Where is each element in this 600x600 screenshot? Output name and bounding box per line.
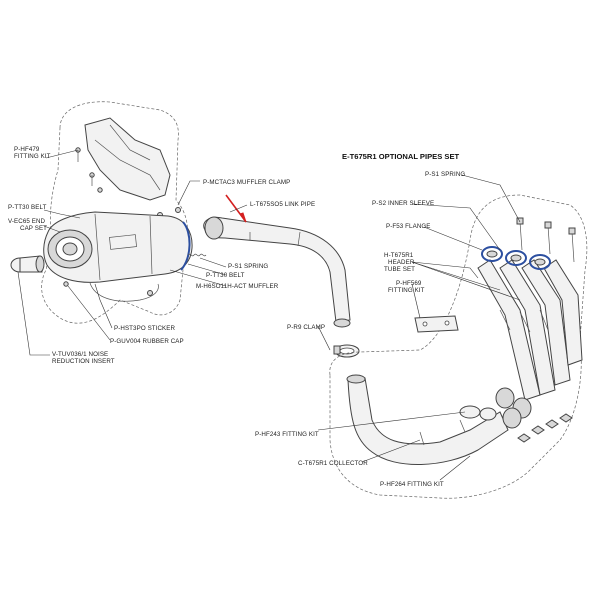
label-fitting-kit-243: P-HF243 FITTING KIT (255, 431, 319, 438)
muffler-group-outline (41, 101, 188, 324)
collector (346, 374, 532, 466)
label-belt-bottom: P-TT30 BELT (206, 272, 245, 279)
label-fitting-kit-264: P-HF264 FITTING KIT (380, 481, 444, 488)
optional-pipes-outline (329, 194, 588, 499)
label-fitting-kit-569-line1: P-HF569 (396, 280, 422, 287)
flanges (481, 246, 551, 270)
label-fitting-kit-569-line2: FITTING KIT (388, 287, 425, 294)
muffler-group (10, 101, 207, 324)
fitting-kit-569-bracket (414, 315, 459, 333)
fitting-kit-243-clamp (459, 405, 497, 421)
label-spring-header: P-S1 SPRING (425, 171, 465, 178)
label-clamp-r9: P-R9 CLAMP (287, 324, 325, 331)
label-end-cap-line2: CAP SET (20, 225, 47, 232)
label-noise-insert-line1: V-TUV036/1 NOISE (52, 351, 108, 358)
label-noise-insert-line2: REDUCTION INSERT (52, 358, 115, 365)
label-link-pipe: L-T675SO5 LINK PIPE (250, 201, 315, 208)
r9-clamp (333, 344, 360, 358)
label-end-cap-line1: V-EC65 END (8, 218, 46, 225)
label-header-tube-line3: TUBE SET (384, 266, 415, 273)
label-flange: P-F53 FLANGE (386, 223, 431, 230)
optional-pipes-group (329, 194, 588, 499)
muffler-spring (187, 253, 207, 257)
link-pipe (203, 216, 351, 328)
label-fitting-kit-479-line2: FITTING KIT (14, 153, 51, 160)
label-inner-sleeve: P-S2 INNER SLEEVE (372, 200, 434, 207)
header-tubes (477, 259, 583, 401)
label-rubber-cap: P-GUV004 RUBBER CAP (110, 338, 184, 345)
end-cap (10, 255, 45, 273)
label-fitting-kit-479-line1: P-HF479 (14, 146, 40, 153)
mounting-bracket (75, 117, 181, 218)
label-belt-top: P-TT30 BELT (8, 204, 47, 211)
labels: E-T675R1 OPTIONAL PIPES SET P-HF479 FITT… (8, 146, 465, 488)
label-header-tube-line2: HEADER (388, 259, 415, 266)
header-springs (516, 217, 576, 263)
rubber-cap (63, 281, 69, 287)
leader-lines (17, 149, 521, 481)
label-sticker: P-HST3PO STICKER (114, 325, 176, 332)
label-collector: C-T675R1 COLLECTOR (298, 460, 368, 467)
optional-pipes-title: E-T675R1 OPTIONAL PIPES SET (342, 152, 460, 161)
muffler-body (43, 211, 193, 283)
label-header-tube-line1: H-T675R1 (384, 252, 414, 259)
label-muffler: M-H6SO11H-ACT MUFFLER (196, 283, 279, 290)
label-spring-muffler: P-S1 SPRING (228, 263, 268, 270)
gaskets (517, 413, 573, 443)
label-muffler-clamp: P-MCTAC3 MUFFLER CLAMP (203, 179, 290, 186)
